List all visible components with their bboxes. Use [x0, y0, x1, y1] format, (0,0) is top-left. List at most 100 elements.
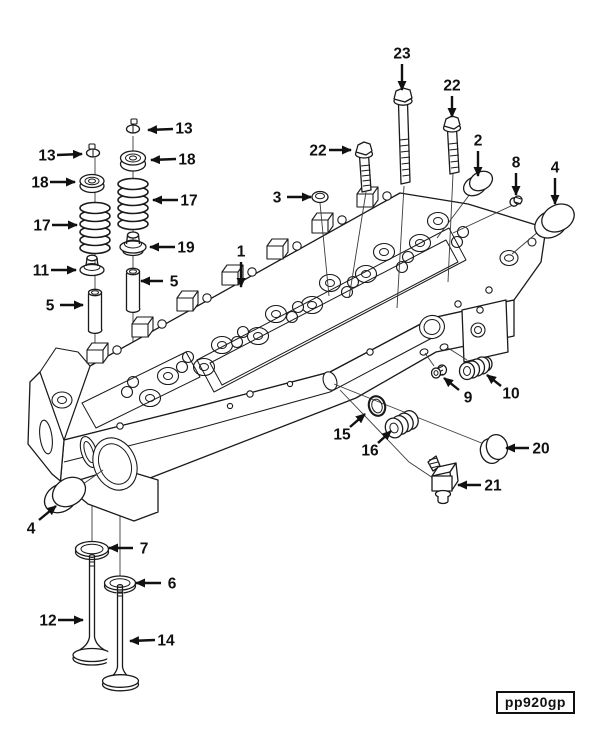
callout-number: 10	[502, 386, 519, 403]
plug9-hole	[419, 348, 429, 356]
callout-22: 22	[443, 78, 461, 118]
callout-1: 1	[236, 244, 246, 288]
threaded-plug-10-drawing	[458, 356, 493, 381]
capscrew-22-left-drawing	[354, 141, 374, 193]
callout-4: 4	[550, 160, 560, 205]
deck-holes	[116, 306, 484, 430]
valve-spring-left-drawing	[79, 201, 111, 255]
callout-18: 18	[31, 175, 76, 192]
cup-plug-4-top-drawing	[534, 203, 575, 239]
valve-stem-seal-11-drawing	[79, 254, 105, 277]
callout-20: 20	[505, 441, 550, 458]
valve-keeper-right-drawing	[125, 118, 141, 134]
gasket-rails	[81, 227, 467, 429]
rear-rail-bolt-holes	[112, 191, 392, 355]
callout-11: 11	[33, 263, 77, 280]
loose-parts	[43, 87, 575, 692]
callout-19: 19	[149, 240, 195, 257]
capscrew-23-drawing	[393, 87, 413, 185]
left-face-port	[39, 419, 53, 455]
front-face-step-line	[63, 337, 433, 463]
callout-number: 18	[31, 175, 49, 192]
callout-number: 17	[180, 193, 197, 210]
spring-retainer-left-drawing	[79, 173, 105, 194]
callout-number: 13	[38, 148, 56, 165]
callout-3: 3	[273, 190, 312, 207]
callout-number: 5	[46, 298, 55, 315]
callout-22: 22	[309, 143, 352, 160]
callout-arrow	[129, 636, 156, 646]
callout-17: 17	[33, 218, 78, 235]
cup-plug-20-drawing	[479, 433, 509, 465]
callout-number: 5	[170, 274, 179, 291]
callout-13: 13	[147, 121, 193, 138]
callout-arrow	[38, 505, 57, 521]
valve-14-drawing	[101, 584, 140, 692]
callout-7: 7	[108, 541, 148, 558]
cup-plug-3-drawing	[311, 190, 329, 204]
callout-number: 4	[551, 160, 560, 177]
callout-number: 23	[393, 46, 411, 63]
cylinder-head-drawing	[27, 186, 547, 522]
callout-arrow	[486, 374, 502, 387]
callout-arrow	[147, 125, 174, 135]
o-ring-15-drawing	[367, 395, 387, 417]
left-end-lobe	[51, 391, 73, 409]
callout-number: 20	[532, 441, 549, 458]
callout-17: 17	[152, 193, 198, 210]
callout-number: 9	[464, 390, 473, 407]
callout-14: 14	[129, 633, 175, 650]
capscrew-22-right-drawing	[442, 115, 462, 175]
callout-arrow	[377, 430, 392, 444]
callout-number: 13	[175, 121, 193, 138]
callout-arrow	[56, 149, 83, 159]
elbow-fitting-21-drawing	[427, 455, 459, 505]
callout-5: 5	[140, 274, 179, 291]
valve-keeper-left-drawing	[85, 143, 101, 158]
callout-10: 10	[486, 374, 520, 403]
callout-arrow	[150, 155, 177, 165]
spring-retainer-right-drawing	[119, 150, 147, 172]
callout-number: 1	[237, 244, 246, 261]
callout-2: 2	[473, 133, 483, 177]
callout-21: 21	[457, 478, 502, 495]
callout-number: 19	[177, 240, 195, 257]
callout-9: 9	[443, 377, 473, 407]
valve-seat-7-drawing	[74, 540, 110, 561]
callout-15: 15	[333, 413, 366, 444]
callout-18: 18	[150, 152, 196, 169]
callout-number: 6	[168, 576, 177, 593]
cup-plug-2-drawing	[462, 170, 494, 197]
callout-number: 14	[157, 633, 175, 650]
callout-number: 22	[309, 143, 326, 160]
callout-number: 4	[27, 521, 36, 538]
callout-number: 12	[39, 613, 56, 630]
callout-number: 15	[333, 427, 351, 444]
callout-5: 5	[46, 298, 84, 315]
callout-16: 16	[361, 430, 392, 460]
threaded-plug-16-drawing	[384, 410, 419, 439]
callout-arrow	[443, 377, 460, 391]
valve-guide-right-drawing	[125, 267, 141, 314]
callout-number: 22	[443, 78, 460, 95]
callout-8: 8	[511, 155, 521, 196]
plug10-hole	[439, 343, 449, 351]
front-oval-hole	[322, 371, 338, 391]
left-big-port	[92, 437, 138, 491]
callout-number: 11	[33, 263, 50, 280]
callout-number: 16	[361, 443, 379, 460]
callout-6: 6	[135, 576, 177, 593]
valve-stem-seal-19-drawing	[119, 231, 147, 257]
right-face-port	[419, 314, 445, 340]
callout-number: 8	[512, 155, 521, 172]
figure-code-badge: pp920gp	[495, 691, 575, 714]
callout-arrow	[349, 413, 366, 428]
callout-12: 12	[39, 613, 84, 630]
valve-12-drawing	[72, 554, 112, 666]
callout-number: 3	[273, 190, 282, 207]
valve-guide-left-drawing	[87, 288, 103, 335]
valve-spring-right-drawing	[117, 177, 149, 231]
callout-number: 18	[178, 152, 196, 169]
